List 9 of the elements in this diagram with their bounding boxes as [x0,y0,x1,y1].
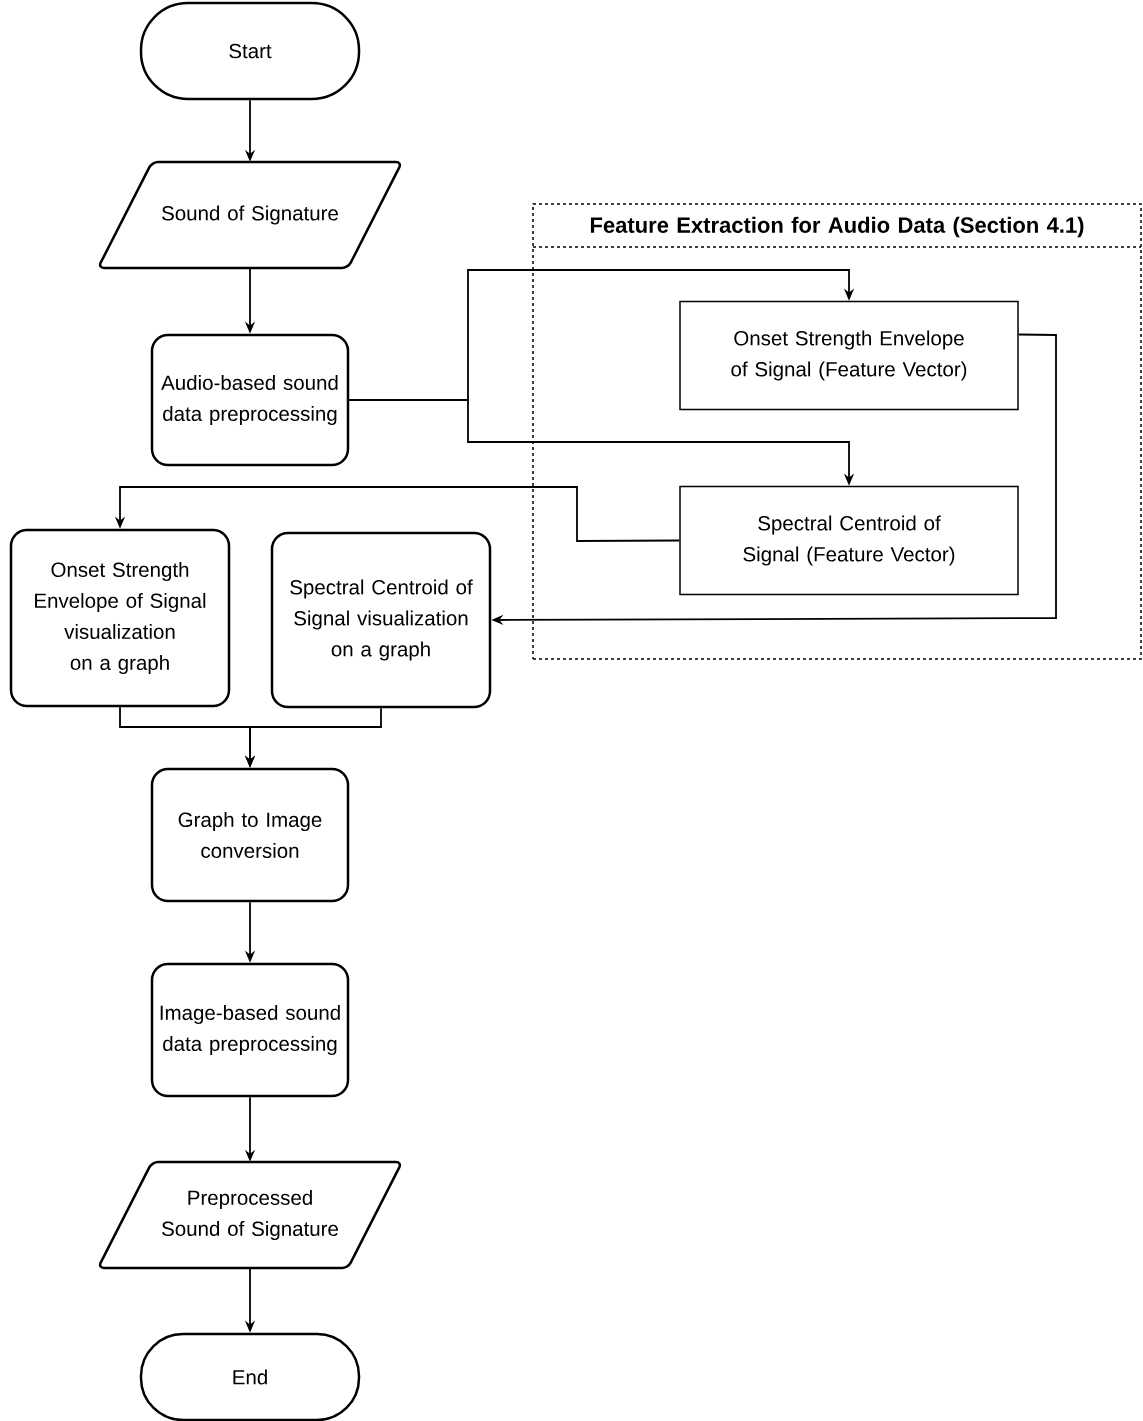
process-box: Spectral Centroid of Signal visualization on a graph [270,531,492,709]
process-box: Graph to Image conversion [150,767,350,903]
input-output-parallelogram: Sound of Signature [98,160,402,270]
feature-box: Onset Strength Envelope of Signal (Feature Vector) [679,300,1019,411]
process-box: Image-based sound data preprocessing [150,962,350,1098]
feature-box: Spectral Centroid of Signal (Feature Vector) [679,485,1019,596]
process-box: Audio-based sound data preprocessing [150,333,350,467]
input-output-parallelogram: Preprocessed Sound of Signature [98,1160,402,1270]
process-box: Onset Strength Envelope of Signal visualization on a graph [9,528,231,708]
